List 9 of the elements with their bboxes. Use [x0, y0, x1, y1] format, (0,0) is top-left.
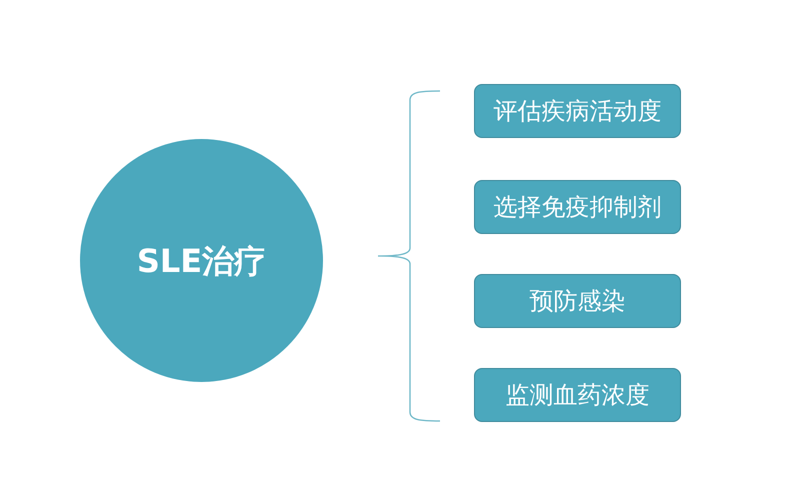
node-label: SLE治疗 — [136, 244, 266, 276]
node-label: 预防感染 — [530, 289, 626, 313]
step-box — [474, 274, 681, 328]
step-box — [474, 368, 681, 422]
node-label: 监测血药浓度 — [506, 383, 650, 407]
node-label: 评估疾病活动度 — [494, 99, 662, 123]
step-box — [474, 180, 681, 234]
step-box — [474, 84, 681, 138]
node-label: 选择免疫抑制剂 — [494, 195, 662, 219]
